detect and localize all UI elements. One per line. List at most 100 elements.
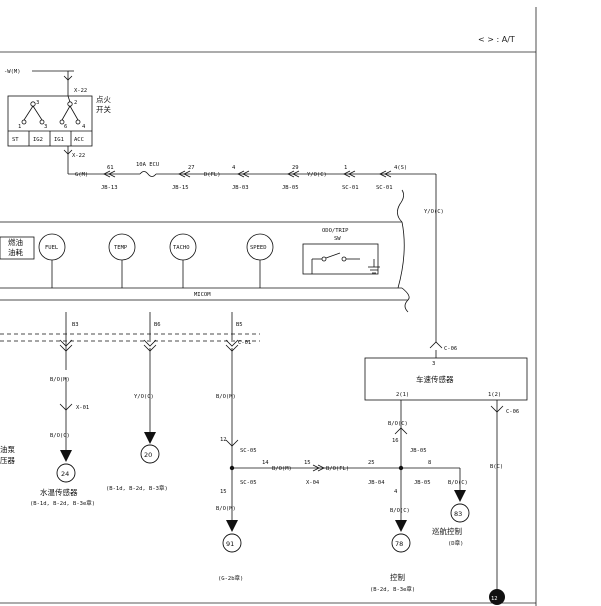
ign-pin-b4: 4 [82, 124, 86, 130]
b5-sc05a: SC-05 [240, 448, 257, 454]
ign-top-wire: -W(M) [4, 69, 21, 75]
s-wire3: B/O(C) [448, 480, 468, 486]
s-jb05: JB-05 [410, 448, 427, 454]
left-label-1: 油泵 [0, 444, 15, 454]
micom-label: MICOM [194, 292, 211, 298]
ref-83-circle [450, 503, 470, 523]
ign-pin-2: 2 [74, 100, 77, 106]
pl-jb03: JB-03 [232, 185, 249, 191]
b3-label-2: (B-1d, B-2d, B-3e章) [30, 499, 95, 507]
ref-91-circle [222, 533, 242, 553]
ign-contact-ig1: IG1 [54, 137, 64, 143]
b5-conn: C-01 [238, 340, 251, 346]
sensor-pin3: 3 [432, 361, 435, 367]
pl-wire-vert: Y/O(C) [424, 209, 444, 215]
ref-12[interactable]: 12 [491, 596, 498, 602]
header-nav: < > : A/T [478, 35, 515, 44]
ref-20[interactable]: 20 [144, 451, 152, 459]
ign-contact-acc: ACC [74, 137, 84, 143]
s-pin8: 8 [428, 460, 431, 466]
nav-next-button[interactable]: > [487, 35, 494, 44]
ign-contact-ig2: IG2 [33, 137, 43, 143]
b5-pin12: 12 [220, 437, 227, 443]
s-pin16: 16 [392, 438, 399, 444]
odo-label-2: SW [334, 236, 341, 242]
right-wire: B(C) [490, 464, 503, 470]
sensor-pin12: 1(2) [488, 392, 501, 398]
sensor-title: 车速传感器 [416, 374, 454, 384]
b5-wire2: B/O(M) [272, 466, 292, 472]
pin-b6: B6 [154, 322, 161, 328]
pin-b5: B5 [236, 322, 243, 328]
b6-wire: Y/O(C) [134, 394, 154, 400]
pl-fuse: 10A ECU [136, 162, 159, 168]
pl-pin1: 1 [344, 165, 347, 171]
ign-pin-b6: 6 [64, 124, 67, 130]
b5-wire3: B/O(M) [216, 506, 236, 512]
gauge-fuel: FUEL [45, 245, 59, 251]
pl-sc01a: SC-01 [342, 185, 359, 191]
pl-wire3: Y/O(C) [307, 172, 327, 178]
ref-91[interactable]: 91 [226, 540, 234, 548]
ign-pin-b1: 1 [18, 124, 21, 130]
s-78-label-2: (B-2d, B-3e章) [370, 585, 415, 593]
cl-oil-1: 燃油 [8, 237, 23, 247]
ign-label-2: 开关 [96, 104, 111, 114]
gauge-tacho: TACHO [173, 245, 190, 251]
speed-sensor-box [364, 357, 528, 401]
b5-sc05b: SC-05 [240, 480, 257, 486]
pl-pin61: 61 [107, 165, 114, 171]
s-pin4: 4 [394, 489, 398, 495]
pl-wire1: G(M) [75, 172, 88, 178]
b3-label-1: 水温传感器 [40, 487, 78, 497]
nav-prev-button[interactable]: < [478, 35, 485, 44]
pl-jb13: JB-13 [101, 185, 118, 191]
s-wire1: B/O(C) [388, 421, 408, 427]
ign-label-1: 点火 [96, 95, 111, 104]
b5-note: (G-2b章) [218, 574, 243, 582]
b3-conn: X-01 [76, 405, 89, 411]
odo-label-1: ODO/TRIP [322, 228, 349, 234]
b5-wire1: B/O(M) [216, 394, 236, 400]
pl-jb15: JB-15 [172, 185, 189, 191]
s-pin25: 25 [368, 460, 375, 466]
s-78-label-1: 控制 [390, 572, 405, 582]
b5-x04: X-04 [306, 480, 320, 486]
pin-b3: B3 [72, 322, 79, 328]
ref-78-circle [391, 533, 411, 553]
s-jb05b: JB-05 [414, 480, 431, 486]
ign-top-conn: X-22 [74, 88, 87, 94]
ign-contact-st: ST [12, 137, 19, 143]
sensor-c06b: C-06 [506, 409, 519, 415]
pl-jb05: JB-05 [282, 185, 299, 191]
section-label: : A/T [496, 35, 515, 44]
ref-20-circle [140, 444, 160, 464]
ref-78[interactable]: 78 [395, 540, 403, 548]
ref-24-circle [56, 463, 76, 483]
ref-12-circle [489, 589, 505, 605]
b5-pin14: 14 [262, 460, 269, 466]
pl-pin29: 29 [292, 165, 299, 171]
ign-bot-conn: X-22 [72, 153, 85, 159]
b6-note: (B-1d, B-2d, B-3章) [106, 484, 168, 492]
ign-pin-b3: 3 [44, 124, 47, 130]
s-83-label-1: 巡航控制 [432, 526, 462, 536]
pl-pin4: 4 [232, 165, 236, 171]
b5-wire4: B/O(FL) [326, 466, 349, 472]
gauge-speed: SPEED [250, 245, 267, 251]
sensor-pin21: 2(1) [396, 392, 409, 398]
b3-wire2: B/O(C) [50, 433, 70, 439]
b5-pin15: 15 [220, 489, 227, 495]
gauge-temp: TEMP [114, 245, 128, 251]
sensor-c06: C-06 [444, 346, 457, 352]
ref-83[interactable]: 83 [454, 510, 462, 518]
b5-pin15b: 15 [304, 460, 311, 466]
left-label-2: 压器 [0, 456, 15, 465]
s-83-label-2: (D章) [448, 539, 463, 547]
pl-pin4s: 4(S) [394, 165, 407, 171]
pl-pin27: 27 [188, 165, 195, 171]
ign-pin-3: 3 [36, 100, 39, 106]
pl-wire2: D(FL) [204, 172, 221, 178]
ref-24[interactable]: 24 [61, 470, 69, 478]
